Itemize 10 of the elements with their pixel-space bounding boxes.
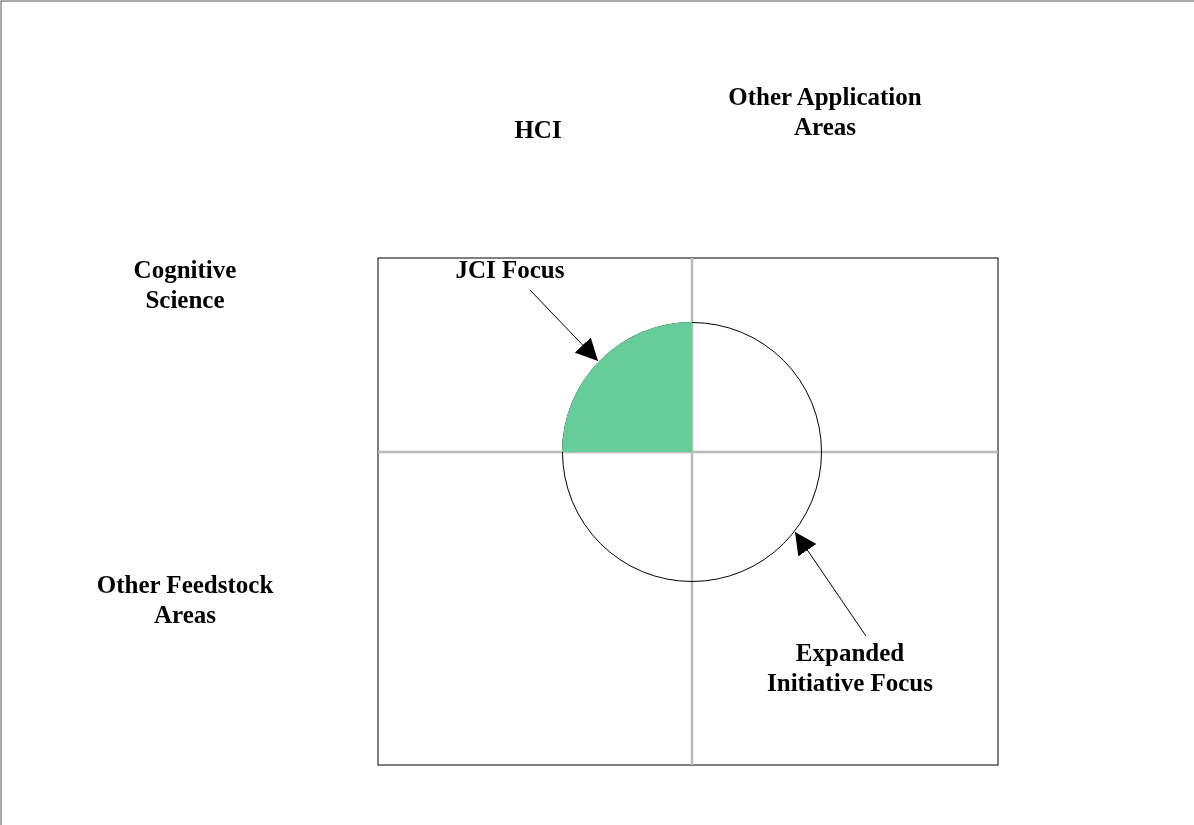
axis-label: Cognitive Science: [132, 255, 238, 315]
axis-label: HCI: [513, 115, 563, 145]
callout-label: JCI Focus: [440, 255, 580, 287]
leader-arrow: [794, 531, 867, 637]
circle-outline: [562, 322, 822, 582]
leader-arrow: [529, 289, 599, 362]
axis-label: Other Feedstock Areas: [95, 570, 275, 630]
axis-label: Other Application Areas: [727, 82, 923, 142]
callout-label: Expanded Initiative Focus: [750, 638, 950, 702]
shaded-sector: [562, 322, 692, 452]
